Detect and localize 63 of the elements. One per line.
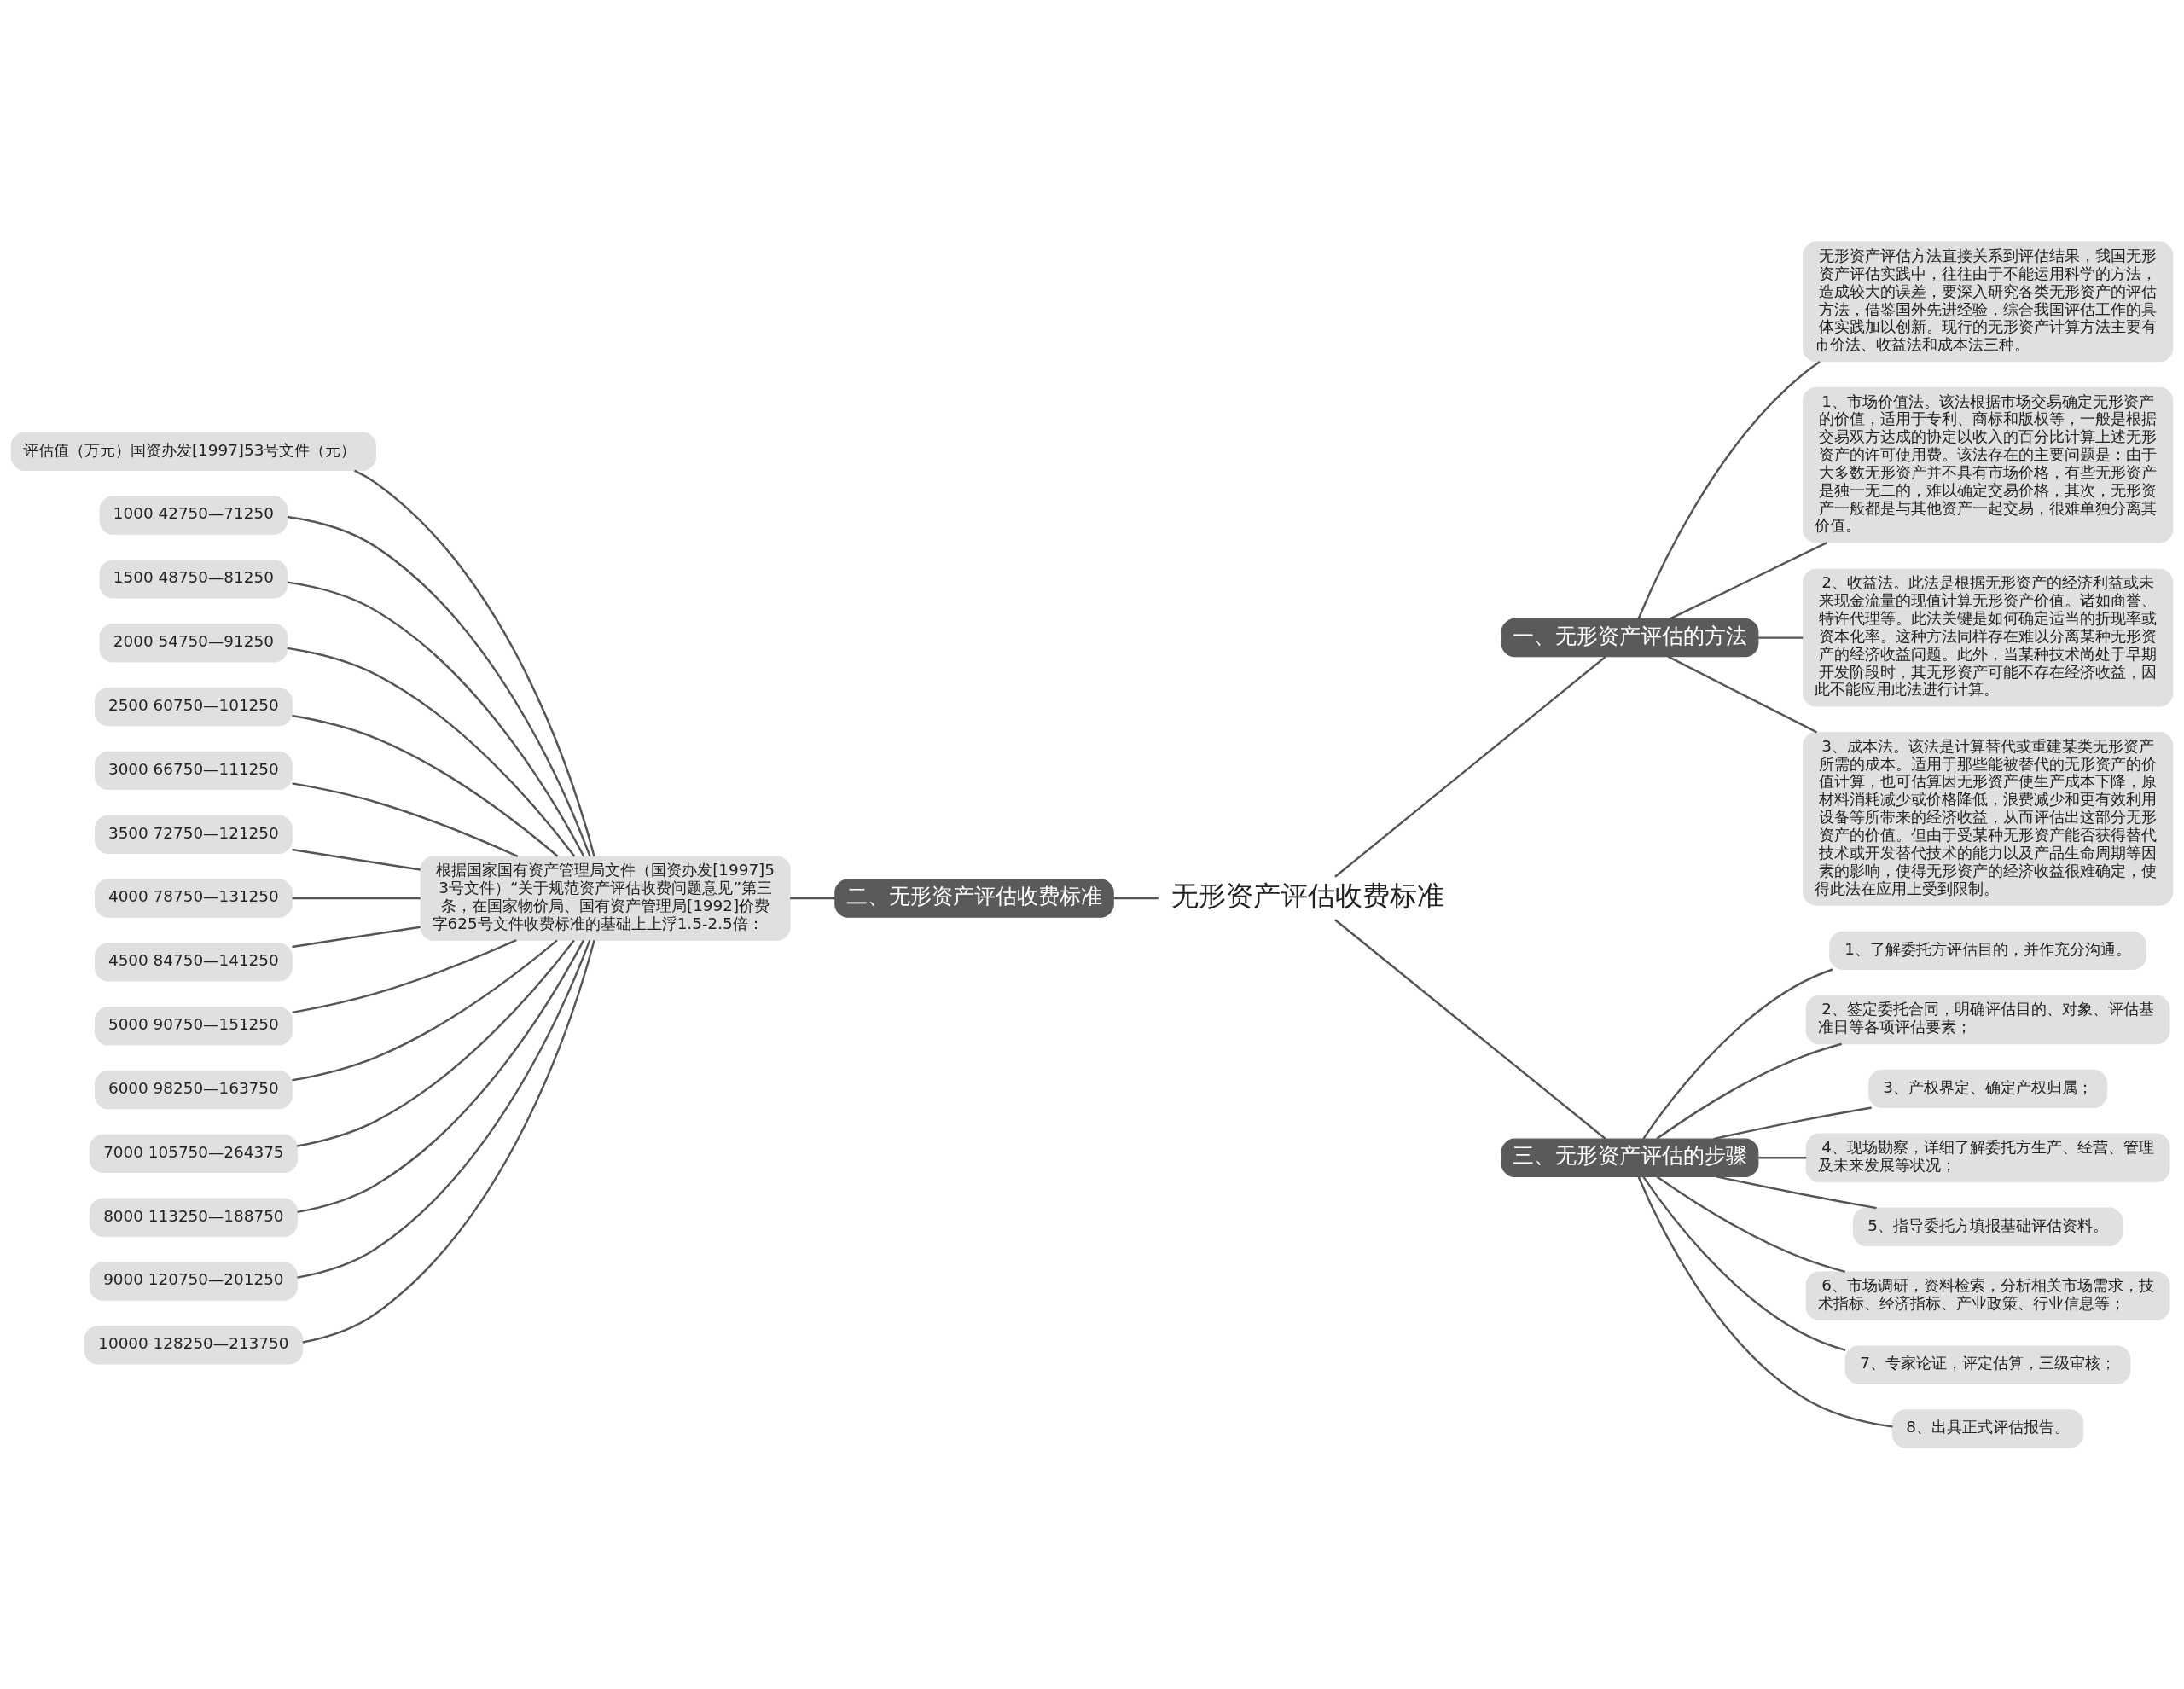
node-box: 1000 42750—71250	[99, 495, 288, 535]
node-box: 3、产权界定、确定产权归属；	[1868, 1069, 2107, 1108]
connector	[1637, 1175, 1893, 1428]
node-box: 7000 105750—264375	[89, 1134, 298, 1173]
node-box: 7、专家论证，评定估算，三级审核；	[1844, 1345, 2131, 1384]
connector	[287, 580, 585, 856]
connector	[292, 938, 517, 1013]
connector	[1716, 1175, 1877, 1209]
connector	[297, 939, 585, 1213]
connector	[1713, 1106, 1872, 1140]
connector	[1642, 1175, 1846, 1351]
connector	[297, 939, 575, 1147]
connector	[292, 848, 421, 871]
connector	[790, 897, 835, 899]
connector	[1758, 1156, 1807, 1158]
node-box: 1、了解委托方评估目的，并作充分沟通。	[1829, 931, 2146, 970]
node-box: 3000 66750—111250	[94, 751, 293, 790]
connector	[1667, 655, 1818, 734]
connector	[1334, 918, 1606, 1140]
connector	[354, 468, 595, 856]
connector	[292, 781, 519, 857]
connector	[1334, 655, 1606, 878]
connector	[1656, 1042, 1842, 1140]
connector	[292, 925, 421, 948]
connector	[1758, 636, 1804, 639]
node-box: 4000 78750—131250	[94, 878, 293, 918]
node-box: 4500 84750—141250	[94, 942, 293, 982]
connector	[297, 939, 591, 1279]
connector	[1637, 360, 1821, 619]
connector	[292, 938, 558, 1081]
node-box: 一、无形资产评估的方法	[1501, 618, 1759, 657]
node-box: 8000 113250—188750	[89, 1198, 298, 1237]
node-box: 评估值（万元）国资办发[1997]53号文件（元）	[10, 432, 376, 471]
connector	[287, 515, 591, 856]
node-box: 根据国家国有资产管理局文件（国资办发[1997]53号文件）“关于规范资产评估收费问题意见”第三条，在国家物价局、国有资产管理局[1992]价费字625号文件收费标准的基础上上浮1.5-2.5倍：	[420, 855, 791, 941]
connector	[287, 647, 576, 857]
node-box: 3、成本法。该法是计算替代或重建某类无形资产所需的成本。适用于那些能被替代的无形资产的价值计算，也可估算因无形资产使生产成本下降，原材料消耗减少或价格降低，浪费减少和更有效利用设备等所带来的经济收益，从而评估出这部分无形资产的价值。但由于受某种无形资产能否获得替代技术或开发替代技术的能力以及产品生命周期等因素的影响，使得无形资产的经济收益很难确定，使得此法在应用上受到限制。	[1802, 731, 2174, 906]
connector	[1670, 541, 1828, 619]
node-box: 无形资产评估方法直接关系到评估结果，我国无形资产评估实践中，往往由于不能运用科学的方法，造成较大的误差，要深入研究各类无形资产的评估方法，借鉴国外先进经验，综合我国评估工作的具体实践加以创新。现行的无形资产计算方法主要有市价法、收益法和成本法三种。	[1802, 241, 2174, 362]
connector	[292, 897, 421, 899]
node-text: 无形资产评估收费标准	[1170, 879, 1444, 912]
node-box: 二、无形资产评估收费标准	[834, 878, 1114, 918]
node-box: 2、收益法。此法是根据无形资产的经济利益或未来现金流量的现值计算无形资产价值。诸如商誉、特许代理等。此法关键是如何确定适当的折现率或资本化率。这种方法同样存在难以分离某种无形资产的经济收益问题。此外，当某种技术尚处于早期开发阶段时，其无形资产可能不存在经济收益，因此不能应用此法进行计算。	[1802, 568, 2174, 707]
node-box: 三、无形资产评估的步骤	[1501, 1138, 1759, 1177]
node-box: 3500 72750—121250	[94, 815, 293, 854]
node-box: 2000 54750—91250	[99, 623, 288, 662]
node-box: 4、现场勘察，详细了解委托方生产、经营、管理及未来发展等状况；	[1805, 1132, 2170, 1182]
connector	[292, 714, 559, 857]
node-box: 6000 98250—163750	[94, 1070, 293, 1109]
node-box: 9000 120750—201250	[89, 1261, 298, 1301]
node-box: 2500 60750—101250	[94, 687, 293, 726]
connector	[1113, 897, 1159, 899]
node-box: 5000 90750—151250	[94, 1006, 293, 1045]
connector	[1656, 1175, 1846, 1273]
node-box: 1、市场价值法。该法根据市场交易确定无形资产的价值，适用于专利、商标和版权等，一般是根据交易双方达成的协定以收入的百分比计算上述无形资产的许可使用费。该法存在的主要问题是：由于大多数无形资产并不具有市场价格，有些无形资产是独一无二的，难以确定交易价格，其次，无形资产一般都是与其他资产一起交易，很难单独分离其价值。	[1802, 386, 2174, 543]
node-box: 1500 48750—81250	[99, 559, 288, 599]
node-box: 5、指导委托方填报基础评估资料。	[1852, 1207, 2123, 1246]
connector	[302, 939, 595, 1344]
node-box: 6、市场调研，资料检索，分析相关市场需求，技术指标、经济指标、产业政策、行业信息等；	[1805, 1270, 2170, 1320]
connector	[1642, 967, 1833, 1140]
node-box: 10000 128250—213750	[84, 1325, 304, 1365]
node-box: 8、出具正式评估报告。	[1891, 1408, 2084, 1448]
node-box: 2、签定委托合同，明确评估目的、对象、评估基准日等各项评估要素；	[1805, 995, 2170, 1044]
